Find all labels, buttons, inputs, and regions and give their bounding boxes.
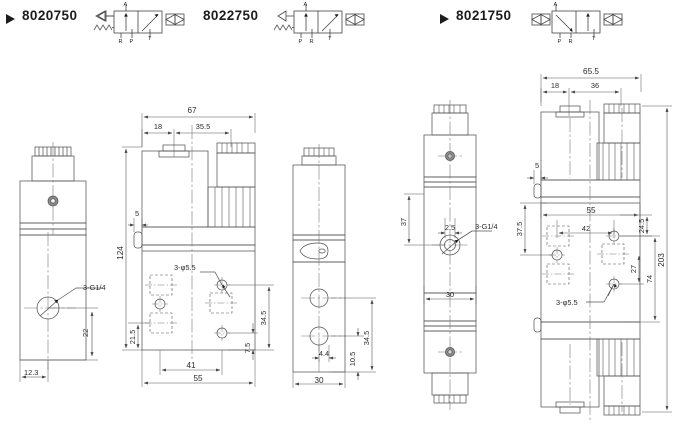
drawing-view-1-front-single: 3-G1/4 22 12.3 [0, 120, 130, 395]
dimension-5: 5 [135, 209, 139, 218]
dimension-27: 27 [629, 265, 638, 273]
valve-symbol-2: A P R T [268, 2, 372, 48]
dimension-55-view5: 55 [586, 206, 596, 215]
drawing-view-2-side-single: 67 18 35.5 124 5 3-φ5.5 21.5 41 55 34.5 … [112, 85, 287, 395]
dimension-34-5-view3: 34.5 [362, 331, 371, 345]
dimension-2-5: 2.5 [445, 223, 455, 232]
dimension-35-5: 35.5 [196, 122, 210, 131]
callout-3-phi5-5-view5: 3-φ5.5 [556, 298, 578, 307]
dimension-24-5: 24.5 [637, 219, 646, 233]
dimension-34-5-view2: 34.5 [259, 311, 268, 325]
dimension-124: 124 [116, 246, 125, 260]
dimension-36: 36 [591, 81, 599, 90]
callout-3-g14-view1: 3-G1/4 [83, 283, 106, 292]
dimension-203: 203 [657, 253, 666, 267]
dimension-18: 18 [154, 122, 162, 131]
model-label-8020750: 8020750 [22, 8, 77, 23]
dimension-18-view5: 18 [551, 81, 559, 90]
port-label-p: P [130, 39, 134, 45]
dimension-21-5: 21.5 [128, 330, 137, 344]
port-label-p: P [299, 39, 303, 45]
dimension-5-view5: 5 [535, 161, 539, 170]
dimension-55: 55 [193, 374, 203, 383]
port-label-r: R [569, 39, 573, 45]
model-label-8021750: 8021750 [456, 8, 511, 23]
port-label-r: R [310, 39, 314, 45]
port-label-a: A [124, 2, 128, 8]
dimension-37-5: 37.5 [515, 222, 524, 236]
dimension-30-view4: 30 [446, 290, 454, 299]
port-label-t: T [328, 36, 332, 42]
dimension-22: 22 [81, 329, 90, 337]
dimension-4-4: 4.4 [319, 349, 329, 358]
dimension-12-3: 12.3 [24, 368, 38, 377]
dimension-7-5: 7.5 [243, 343, 252, 353]
port-label-a: A [304, 2, 308, 8]
drawing-view-3-end-single: 34.5 10.5 4.4 30 [276, 140, 391, 392]
drawing-view-5-side-double: 65.5 18 36 5 37.5 55 42 24.5 27 74 203 3… [504, 60, 676, 440]
port-label-t: T [592, 36, 596, 42]
dimension-37: 37 [399, 218, 408, 226]
dimension-10-5: 10.5 [348, 352, 357, 366]
valve-symbol-3: A P R T [520, 2, 640, 48]
valve-symbol-1: A R P T [88, 2, 192, 48]
dimension-42: 42 [582, 224, 590, 233]
model-label-8022750: 8022750 [203, 8, 258, 23]
port-label-p: P [558, 39, 562, 45]
port-label-a: A [554, 2, 558, 8]
port-label-r: R [119, 39, 123, 45]
port-label-t: T [148, 36, 152, 42]
dimension-30-view3: 30 [314, 376, 324, 385]
dimension-74: 74 [645, 275, 654, 283]
callout-3-phi5-5-view2: 3-φ5.5 [174, 263, 196, 272]
dimension-41: 41 [186, 361, 196, 370]
callout-3-g14-view4: 3-G1/4 [475, 222, 498, 231]
dimension-65-5: 65.5 [583, 67, 599, 76]
dimension-67: 67 [187, 106, 197, 115]
